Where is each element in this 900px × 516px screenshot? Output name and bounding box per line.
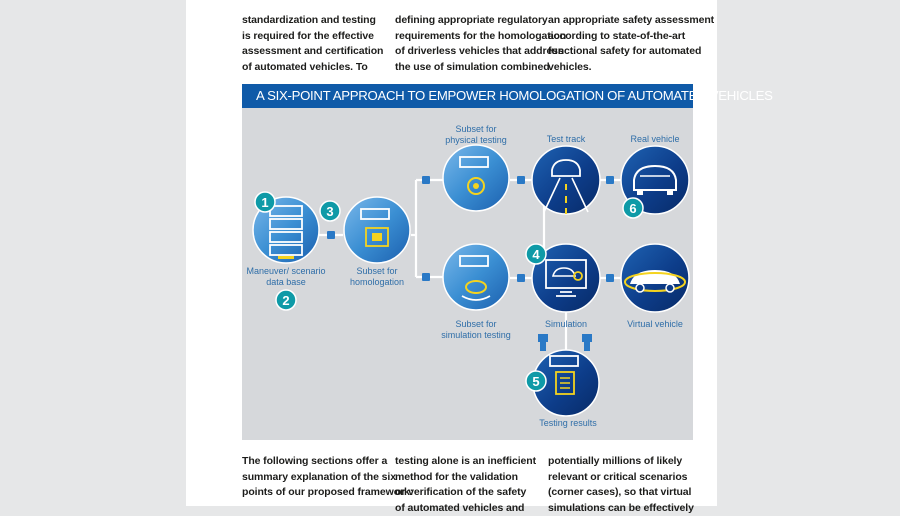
text-column-top-1: standardization and testing is required … [242,13,383,75]
text-line: functional safety for automated [548,45,702,58]
badge-4 [525,243,547,265]
text-column-top-2: defining appropriate regulatory requirem… [395,13,566,75]
database-node [252,196,320,264]
database-plug-icon [278,256,294,259]
badge-3 [319,200,341,222]
chip-icon [365,227,389,247]
text-line: points of our proposed framework: [242,486,414,499]
badge-5-number: 5 [532,374,539,389]
server-stack-icon [269,205,303,256]
virtual-vehicle-node [620,243,690,313]
label-real-vehicle: Real vehicle [630,134,680,144]
checklist-icon [555,371,575,395]
server-icon [459,156,489,168]
label-physical-subset: Subset for physical testing [445,124,507,145]
simulation-node [531,243,601,313]
car-icon [551,159,581,177]
badge-1-number: 1 [261,195,268,210]
real-vehicle-node [620,145,690,215]
text-line: or verification of the safety [395,486,527,499]
text-line: standardization and testing [242,14,376,26]
label-testing-results: Testing results [539,418,597,428]
text-column-bottom-1: The following sections offer a summary e… [242,454,413,501]
label-homologation: Subset for homologation [349,266,405,287]
label-simulation: Simulation [544,319,588,329]
text-line: testing alone is an inefficient [395,455,537,467]
text-line: relevant or critical scenarios [548,470,688,483]
label-virtual-vehicle: Virtual vehicle [627,319,683,329]
text-line: (corner cases), so that virtual [548,486,692,499]
monitor-icon [545,259,587,289]
homologation-subset-node [343,196,411,264]
text-line: of driverless vehicles that address [395,45,564,58]
text-line: potentially millions of likely [548,455,683,467]
text-line: summary explanation of the six [242,470,396,483]
road-icon [543,177,589,213]
text-line: an appropriate safety assessment [548,14,715,26]
text-line: according to state-of-the-art [548,29,686,42]
text-line: is required for the effective [242,29,374,42]
text-line: The following sections offer a [242,455,388,467]
text-line: method for the validation [395,470,518,483]
plug-connectors [327,176,614,351]
text-line: simulations can be effectively [548,501,694,514]
badge-4-number: 4 [532,247,540,262]
hand-gear-icon [465,280,487,294]
server-icon [360,208,390,220]
text-line: of automated vehicles. To [242,60,368,73]
badge-6-number: 6 [629,201,636,216]
badge-3-number: 3 [326,204,333,219]
text-column-bottom-3: potentially millions of likely relevant … [548,454,694,516]
car-icon [633,164,677,191]
badge-5 [525,370,547,392]
connector-lines [319,178,622,352]
text-column-bottom-2: testing alone is an inefficient method f… [395,454,536,516]
badge-1 [254,191,276,213]
text-line: of automated vehicles and [395,501,525,514]
badge-2-number: 2 [282,293,289,308]
badge-2 [275,289,297,311]
label-simulation-subset: Subset for simulation testing [441,319,511,340]
gear-icon [573,271,583,281]
simulation-subset-node [442,243,510,311]
physical-subset-node [442,144,510,212]
number-badges [254,191,644,392]
label-database: Maneuver/ scenario data base [246,266,326,287]
text-line: requirements for the homologation [395,29,567,42]
server-icon [459,255,489,267]
server-icon [549,355,579,367]
badge-6 [622,197,644,219]
label-test-track: Test track [546,134,586,144]
test-track-node [531,145,601,215]
gear-icon [467,177,485,195]
text-line: defining appropriate regulatory [395,14,548,26]
figure-title-banner [242,84,693,108]
orbit-icon [624,272,686,292]
text-column-top-3: an appropriate safety assessment accordi… [548,13,714,75]
text-line: assessment and certification [242,45,384,58]
figure-title: A SIX-POINT APPROACH TO EMPOWER HOMOLOGA… [256,88,773,103]
text-line: the use of simulation combined [395,60,550,73]
text-line: vehicles. [548,60,592,73]
